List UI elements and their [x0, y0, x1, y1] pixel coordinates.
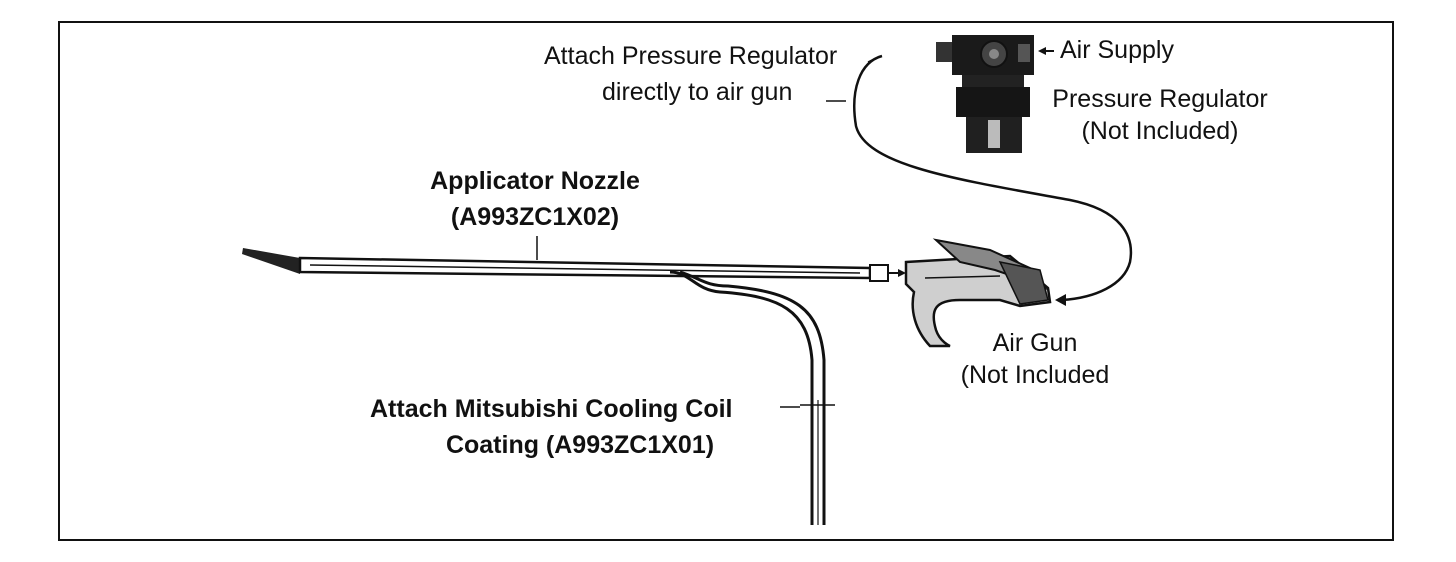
coil-coating-label-line1: Attach Mitsubishi Cooling Coil [370, 395, 733, 423]
leader-lines [536, 55, 881, 408]
air-gun-label-line2: (Not Included [960, 361, 1110, 389]
pressure-regulator [936, 35, 1034, 153]
attach-regulator-label-line2: directly to air gun [602, 78, 793, 106]
attach-regulator-label-line1: Attach Pressure Regulator [544, 42, 838, 70]
air-gun-label-line1: Air Gun [992, 329, 1078, 357]
air-hose [853, 54, 1133, 302]
air-supply-label: Air Supply [1060, 36, 1174, 64]
applicator-nozzle [242, 248, 906, 282]
coil-coating-label-line2: Coating (A993ZC1X01) [445, 431, 715, 459]
pressure-regulator-label-line1: Pressure Regulator [1052, 85, 1268, 113]
hose-arrowhead [1055, 294, 1066, 306]
air-supply-arrow [1038, 47, 1054, 55]
applicator-nozzle-label-line1: Applicator Nozzle [430, 167, 640, 195]
siphon-tube [669, 270, 835, 525]
pressure-regulator-label-line2: (Not Included) [1081, 117, 1239, 145]
diagram-frame [58, 21, 1394, 541]
applicator-nozzle-label-line2: (A993ZC1X02) [450, 203, 620, 231]
air-gun [904, 238, 1052, 348]
